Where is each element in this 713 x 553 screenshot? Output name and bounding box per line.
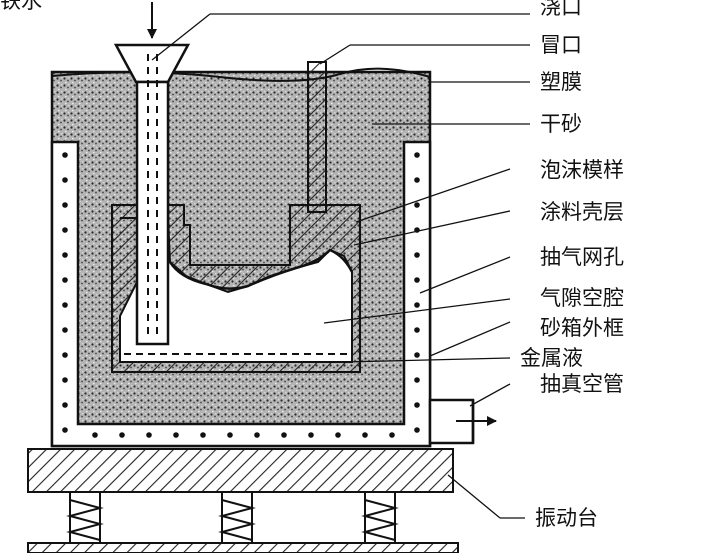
leader-lines [151, 13, 530, 519]
spring-leg-middle [218, 491, 256, 544]
riser [307, 61, 327, 213]
suction-hole-row-left [62, 152, 68, 433]
label-coating-shell: 涂料壳层 [540, 200, 624, 224]
label-vacuum-pipe: 抽真空管 [540, 372, 624, 396]
foam-pattern-wavy-edge [168, 248, 354, 290]
label-foam-pattern: 泡沫模样 [540, 158, 624, 182]
label-molten-metal: 金属液 [520, 346, 583, 370]
label-sprue: 浇口 [540, 0, 582, 19]
base-plate [27, 542, 459, 553]
spring-leg-right [361, 491, 399, 544]
vibration-table-top [27, 448, 454, 493]
sand-flask [50, 67, 432, 448]
label-dry-sand: 干砂 [540, 112, 582, 136]
dry-sand-fill [50, 70, 432, 448]
suction-hole-row-bottom [92, 432, 395, 438]
molten-iron-stream [147, 54, 158, 340]
label-molten-iron: 铁水 [0, 0, 42, 13]
vibration-table [27, 448, 459, 553]
sprue [113, 2, 191, 346]
label-gas-gap-cavity: 气隙空腔 [540, 286, 624, 310]
flask-outer-frame [50, 140, 432, 448]
label-flask-frame: 砂箱外框 [540, 316, 624, 340]
label-plastic-film: 塑膜 [540, 70, 582, 94]
vacuum-pipe [428, 398, 497, 445]
molten-metal-pool [124, 353, 348, 363]
label-riser: 冒口 [540, 33, 582, 57]
label-suction-holes: 抽气网孔 [540, 245, 624, 269]
sprue-channel [135, 80, 170, 346]
label-vibration-table: 振动台 [535, 506, 598, 530]
spring-leg-left [66, 491, 104, 544]
casting-mold [111, 204, 361, 373]
